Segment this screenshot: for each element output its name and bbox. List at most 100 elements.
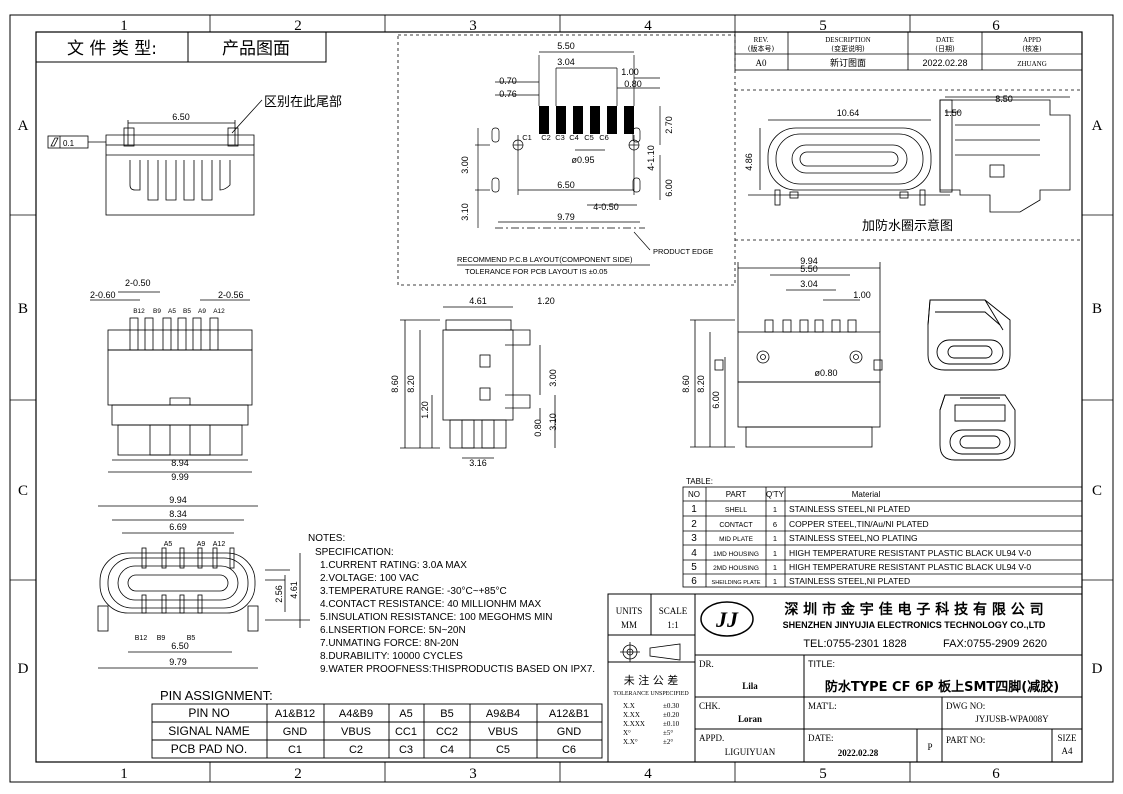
- tolerance-cn: 未 注 公 差: [624, 673, 679, 687]
- parts-no: 1: [691, 504, 697, 515]
- pin-cell: C4: [440, 744, 454, 756]
- matl-label: MAT'L:: [808, 701, 837, 711]
- tol-val: ±0.10: [663, 720, 680, 728]
- dim-label: 2.56: [274, 585, 284, 603]
- parts-qty: 1: [773, 577, 777, 586]
- parts-name: 1MD HOUSING: [713, 551, 759, 558]
- dwg-label: DWG NO:: [946, 701, 985, 711]
- note-item: 8.DURABILITY: 10000 CYCLES: [320, 651, 463, 662]
- dr-label: DR.: [699, 659, 714, 669]
- dim-label: 3.16: [469, 458, 487, 468]
- col-label-top: 5: [819, 18, 827, 34]
- dim-label: 6.00: [711, 391, 721, 409]
- notes-spec: SPECIFICATION:: [315, 547, 394, 558]
- pin-cell: PCB PAD NO.: [171, 742, 247, 756]
- row-label-right: A: [1092, 118, 1103, 134]
- pin-cell: CC1: [395, 726, 417, 738]
- part-no-label: PART NO:: [946, 735, 985, 745]
- pin-cell: VBUS: [488, 726, 518, 738]
- tol-key: X.X: [623, 702, 635, 710]
- note-item: 4.CONTACT RESISTANCE: 40 MILLIONHM MAX: [320, 599, 541, 610]
- parts-material: STAINLESS STEEL,NI PLATED: [789, 576, 910, 586]
- right-front-view-drawing: [690, 262, 883, 448]
- col-label-bottom: 4: [644, 766, 652, 782]
- dim-label: 8.60: [681, 375, 691, 393]
- row-label-left: D: [18, 661, 29, 677]
- company-name-cn: 深 圳 市 金 宇 佳 电 子 科 技 有 限 公 司: [784, 601, 1043, 618]
- col-label-top: 2: [294, 18, 302, 34]
- tolerance-en: TOLERANCE UNSPECIFIED: [613, 691, 689, 697]
- company-name-en: SHENZHEN JINYUJIA ELECTRONICS TECHNOLOGY…: [783, 620, 1046, 630]
- pin-cell: GND: [557, 726, 582, 738]
- dim-label: 3.04: [800, 279, 818, 289]
- iso-view-top: [927, 299, 1011, 371]
- dim-label: 5.50: [557, 41, 575, 51]
- tol-key: X°: [623, 729, 631, 737]
- note-item: 1.CURRENT RATING: 3.0A MAX: [320, 560, 467, 571]
- col-label-top: 1: [120, 18, 128, 34]
- dim-label: 2-0.50: [125, 278, 151, 288]
- dim-label: 2.70: [664, 116, 674, 134]
- parts-name: SHELL: [725, 507, 747, 514]
- parts-material: STAINLESS STEEL,NI PLATED: [789, 504, 910, 514]
- dim-label: 6.50: [171, 641, 189, 651]
- pin-cell: C3: [399, 744, 413, 756]
- title-label: TITLE:: [808, 659, 835, 669]
- dim-label: 8.20: [696, 375, 706, 393]
- appd-header-en: APPD: [1023, 36, 1041, 44]
- pcb-pin-label: C3: [555, 133, 565, 142]
- dwg-value: JYJUSB-WPA008Y: [975, 714, 1049, 724]
- col-label-top: 3: [469, 18, 477, 34]
- row-label-left: B: [18, 301, 28, 317]
- parts-table-label: TABLE:: [686, 477, 713, 486]
- col-label-bottom: 1: [120, 766, 128, 782]
- bottom-pin-label: A5: [164, 541, 173, 548]
- parts-name: MID PLATE: [719, 536, 753, 543]
- inner-frame: [35, 31, 1083, 763]
- recommend-label: RECOMMEND P.C.B LAYOUT(COMPONENT SIDE): [457, 255, 633, 264]
- col-label-top: 6: [992, 18, 1000, 34]
- dim-label: 2-0.60: [90, 290, 116, 300]
- date-header-cn: (日期): [935, 45, 955, 53]
- desc-value: 新订图面: [830, 57, 866, 69]
- pin-cell: A9&B4: [486, 708, 520, 720]
- row-label-left: C: [18, 483, 28, 499]
- rev-value: A0: [756, 58, 767, 68]
- appd-header-cn: (核准): [1022, 44, 1042, 53]
- parts-table-grid: [682, 486, 1083, 588]
- parts-no: 3: [691, 533, 697, 544]
- note-item: 2.VOLTAGE: 100 VAC: [320, 573, 419, 584]
- dim-label: 0.80: [533, 419, 543, 437]
- parts-header: Q'TY: [766, 490, 785, 499]
- parts-name: CONTACT: [719, 522, 753, 529]
- rev-header-cn: (版本号): [748, 44, 775, 53]
- note-item: 9.WATER PROOFNESS:THISPRODUCTIS BASED ON…: [320, 664, 595, 675]
- revision-table: [734, 31, 1083, 71]
- dim-label: 2-0.56: [218, 290, 244, 300]
- front-pin-label: B12: [133, 308, 145, 315]
- dim-label: 10.64: [837, 108, 860, 118]
- tail-note: 区别在此尾部: [264, 95, 342, 110]
- logo-text: JJ: [715, 607, 739, 632]
- parts-qty: 1: [773, 549, 777, 558]
- dim-label: 8.34: [169, 509, 187, 519]
- pin-cell: A5: [399, 708, 412, 720]
- size-label: SIZE: [1058, 733, 1078, 743]
- zone-ticks: [10, 15, 1113, 782]
- date-label: DATE:: [808, 733, 834, 743]
- title-block-grid: [607, 593, 1083, 763]
- front-pin-label: A5: [168, 308, 176, 315]
- dim-label: 9.99: [171, 472, 189, 482]
- parts-no: 5: [691, 562, 697, 573]
- bottom-pin-label: B12: [135, 635, 148, 642]
- waterproof-ring-view: [748, 96, 1071, 213]
- dim-label: 6.69: [169, 522, 187, 532]
- dim-label: 3.10: [548, 413, 558, 431]
- front-pin-label: B5: [183, 308, 191, 315]
- tol-key: X.X°: [623, 738, 638, 746]
- pcb-pin-label: C5: [584, 133, 594, 142]
- scale-value: 1:1: [667, 620, 679, 630]
- col-label-bottom: 6: [992, 766, 1000, 782]
- company-tel: TEL:0755-2301 1828: [803, 638, 906, 650]
- dim-label: 9.79: [557, 212, 575, 222]
